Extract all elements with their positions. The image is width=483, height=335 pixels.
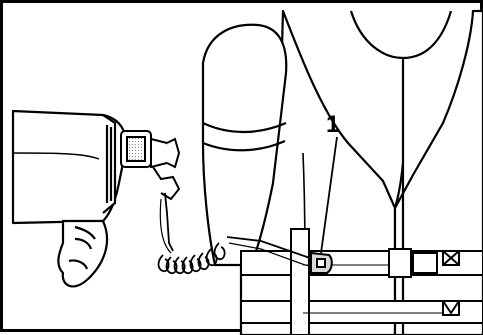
line-drawing <box>3 3 483 335</box>
lanyard-clip <box>311 253 332 273</box>
kill-switch <box>121 131 179 199</box>
outboard-tiller-handle <box>13 111 126 286</box>
callout-number: 1 <box>326 113 339 137</box>
